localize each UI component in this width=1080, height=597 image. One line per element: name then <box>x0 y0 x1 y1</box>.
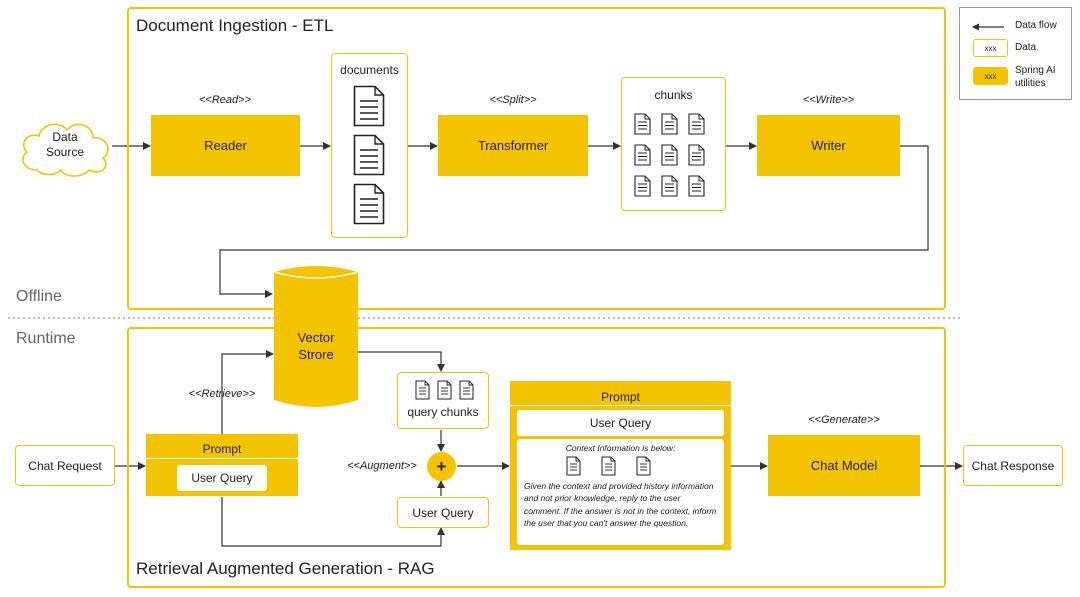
context-note: Given the context and provided history i… <box>524 481 717 528</box>
context-panel <box>517 439 724 545</box>
rag-title: Retrieval Augmented Generation - RAG <box>136 559 435 578</box>
chunks-label: chunks <box>654 88 693 102</box>
document-icon <box>601 456 616 476</box>
document-icon <box>353 134 385 176</box>
prompt-divider <box>146 458 298 459</box>
augmented-prompt-title: Prompt <box>601 390 640 404</box>
document-icon <box>688 175 705 197</box>
document-icon <box>353 85 385 127</box>
database-icon <box>274 266 358 407</box>
vector-store-label: Vector Strore <box>297 330 335 362</box>
offline-label: Offline <box>16 288 62 305</box>
legend-utilities-swatch: xxx <box>973 67 1008 85</box>
document-icon <box>634 144 651 166</box>
augment-stereotype: <<Augment>> <box>347 460 417 472</box>
etl-title: Document Ingestion - ETL <box>136 16 334 35</box>
document-icon <box>688 144 705 166</box>
split-stereotype: <<Split>> <box>489 94 537 106</box>
flow-writer-to-vector-store <box>219 145 929 298</box>
document-icon <box>661 175 678 197</box>
augmented-user-query: User Query <box>517 410 724 436</box>
document-icon <box>634 113 651 135</box>
user-query-box: User Query <box>397 497 489 528</box>
writer-box: Writer <box>757 115 900 176</box>
document-icon <box>459 380 474 400</box>
transformer-box: Transformer <box>438 115 588 176</box>
document-icon <box>661 113 678 135</box>
document-icon <box>566 456 581 476</box>
document-icon <box>688 113 705 135</box>
document-icon <box>634 175 651 197</box>
rag-frame <box>127 327 946 588</box>
read-stereotype: <<Read>> <box>199 94 251 106</box>
flow-vector-store-to-query-chunks <box>358 351 445 372</box>
prompt-title: Prompt <box>202 442 242 456</box>
legend-data-label: Data <box>1015 42 1037 53</box>
prompt-user-query: User Query <box>177 465 267 491</box>
query-chunks-label: query chunks <box>407 405 479 419</box>
document-icon <box>661 144 678 166</box>
flow-prompt-to-vector-store <box>221 350 274 434</box>
write-stereotype: <<Write>> <box>802 94 855 106</box>
document-icon <box>437 380 452 400</box>
legend-utilities-label: Spring AI utilities <box>1015 65 1056 89</box>
legend-data-swatch: xxx <box>973 39 1008 57</box>
document-icon <box>415 380 430 400</box>
chat-response-box: Chat Response <box>963 445 1063 486</box>
legend-data-flow-label: Data flow <box>1015 20 1057 31</box>
legend: Data flow xxx Data xxx Spring AI utiliti… <box>959 7 1072 100</box>
chunk-grid <box>634 113 714 205</box>
chat-model-box: Chat Model <box>768 435 920 496</box>
runtime-label: Runtime <box>16 330 76 347</box>
augmented-prompt-divider <box>510 405 731 406</box>
documents-label: documents <box>340 63 399 77</box>
augment-plus-icon: + <box>427 452 456 481</box>
etl-frame <box>127 7 946 310</box>
reader-box: Reader <box>151 115 300 176</box>
cloud-icon <box>22 123 109 177</box>
flow-prompt-to-user-query <box>221 497 445 547</box>
document-icon <box>353 183 385 225</box>
legend-arrow-icon <box>972 23 1004 31</box>
context-header: Context Information is below: <box>565 443 676 453</box>
document-icon <box>636 456 651 476</box>
chat-request-box: Chat Request <box>15 445 115 486</box>
generate-stereotype: <<Generate>> <box>808 414 880 426</box>
retrieve-stereotype: <<Retrieve>> <box>188 388 256 400</box>
data-source-label: Data Source <box>45 130 85 159</box>
